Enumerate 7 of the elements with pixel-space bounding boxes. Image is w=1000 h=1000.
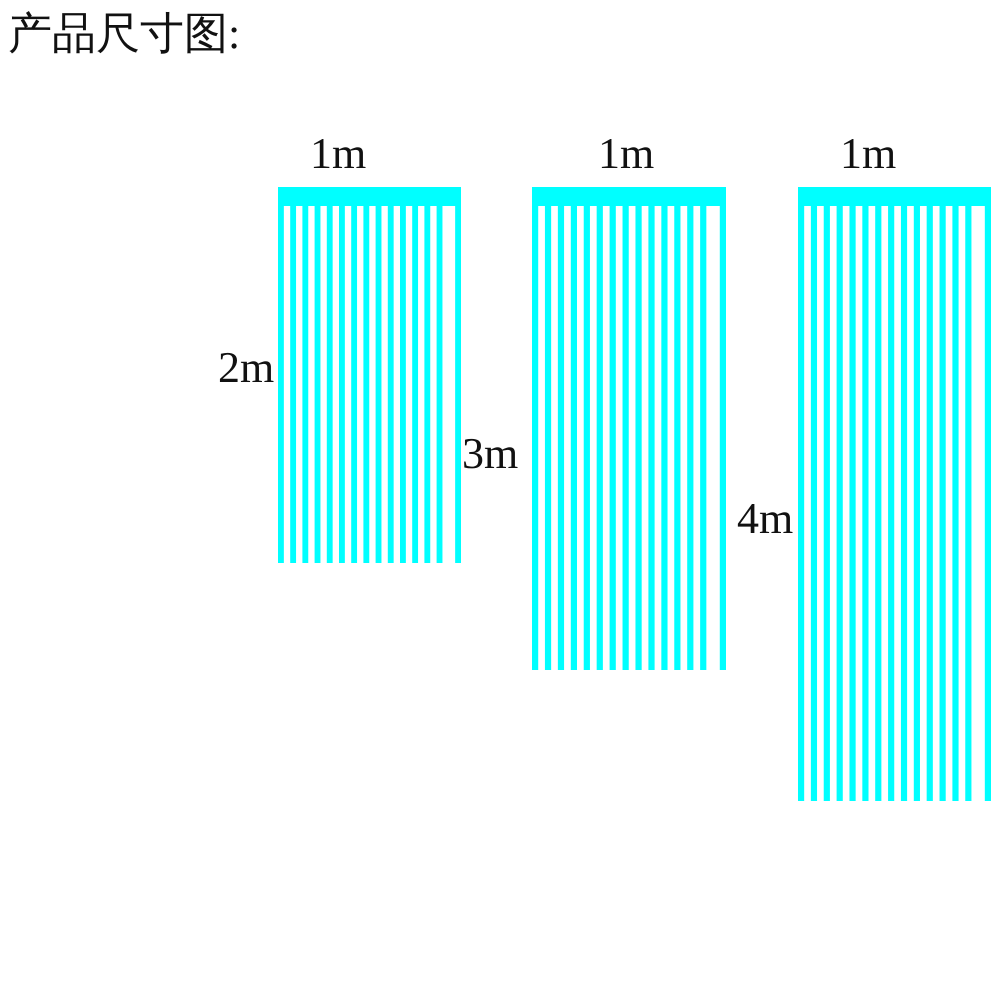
dimension-label: 4m [737,497,794,541]
title: 产品尺寸图: [8,12,240,56]
dimension-label: 3m [462,432,518,476]
dimension-label: 1m [840,132,896,176]
dimension-label: 1m [598,132,654,176]
dimension-label: 1m [310,132,366,176]
dimension-label: 2m [218,346,274,390]
